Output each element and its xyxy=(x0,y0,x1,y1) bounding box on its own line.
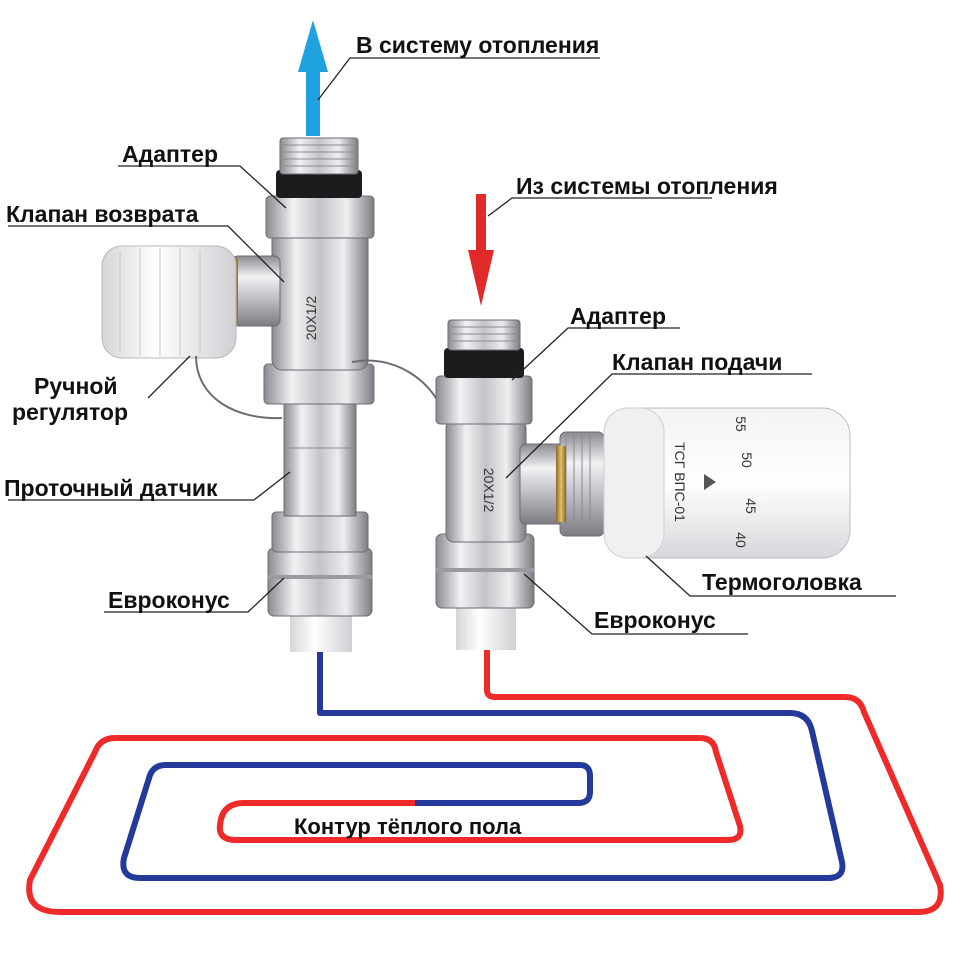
left-pipe-stub xyxy=(290,612,352,652)
right-pipe-stub xyxy=(456,605,516,650)
left-adapter-oring xyxy=(276,170,362,198)
arrow-down-icon xyxy=(468,194,494,306)
left-adapter-thread xyxy=(279,137,359,175)
right-tee-mark: 20X1/2 xyxy=(481,468,497,513)
left-euroconus-nut xyxy=(267,547,373,617)
label-manual-regulator-2: регулятор xyxy=(12,399,128,425)
label-thermohead: Термоголовка xyxy=(702,569,862,595)
label-return-valve: Клапан возврата xyxy=(6,201,199,227)
left-tee-mark: 20X1/2 xyxy=(303,296,319,341)
right-assembly: 20X1/2 xyxy=(435,319,605,650)
right-adapter-oring xyxy=(444,348,524,378)
left-assembly: 20X1/2 xyxy=(226,137,375,652)
leader-lines xyxy=(8,57,896,635)
label-euroconus-left: Евроконус xyxy=(108,587,230,613)
label-euroconus-right: Евроконус xyxy=(594,607,716,633)
thermohead-body: ТСГ ВПС-01 55 50 45 40 xyxy=(603,407,851,559)
label-adapter-right: Адаптер xyxy=(570,303,666,329)
label-adapter-left: Адаптер xyxy=(122,141,218,167)
arrow-up-icon xyxy=(298,20,328,136)
cold-pipe-path xyxy=(120,650,846,881)
thermohead-brand: ТСГ ВПС-01 xyxy=(672,442,688,522)
floor-circuit xyxy=(26,650,944,915)
dial-mark-40: 40 xyxy=(733,532,749,548)
label-flow-sensor: Проточный датчик xyxy=(4,475,218,501)
label-from-system: Из системы отопления xyxy=(516,173,778,199)
manual-regulator-cap xyxy=(101,245,237,359)
thermohead-pointer-icon xyxy=(704,474,716,490)
right-adapter-thread xyxy=(447,319,521,351)
dial-mark-50: 50 xyxy=(739,452,755,468)
hot-pipe-path xyxy=(26,650,944,915)
dial-mark-55: 55 xyxy=(733,416,749,432)
left-tee-body xyxy=(271,229,369,371)
label-to-system: В систему отопления xyxy=(356,32,599,58)
label-manual-regulator-1: Ручной xyxy=(34,373,118,399)
label-supply-valve: Клапан подачи xyxy=(612,349,782,375)
label-floor-circuit: Контур тёплого пола xyxy=(294,814,522,839)
dial-mark-45: 45 xyxy=(743,498,759,514)
flow-sensor-body xyxy=(283,397,357,517)
